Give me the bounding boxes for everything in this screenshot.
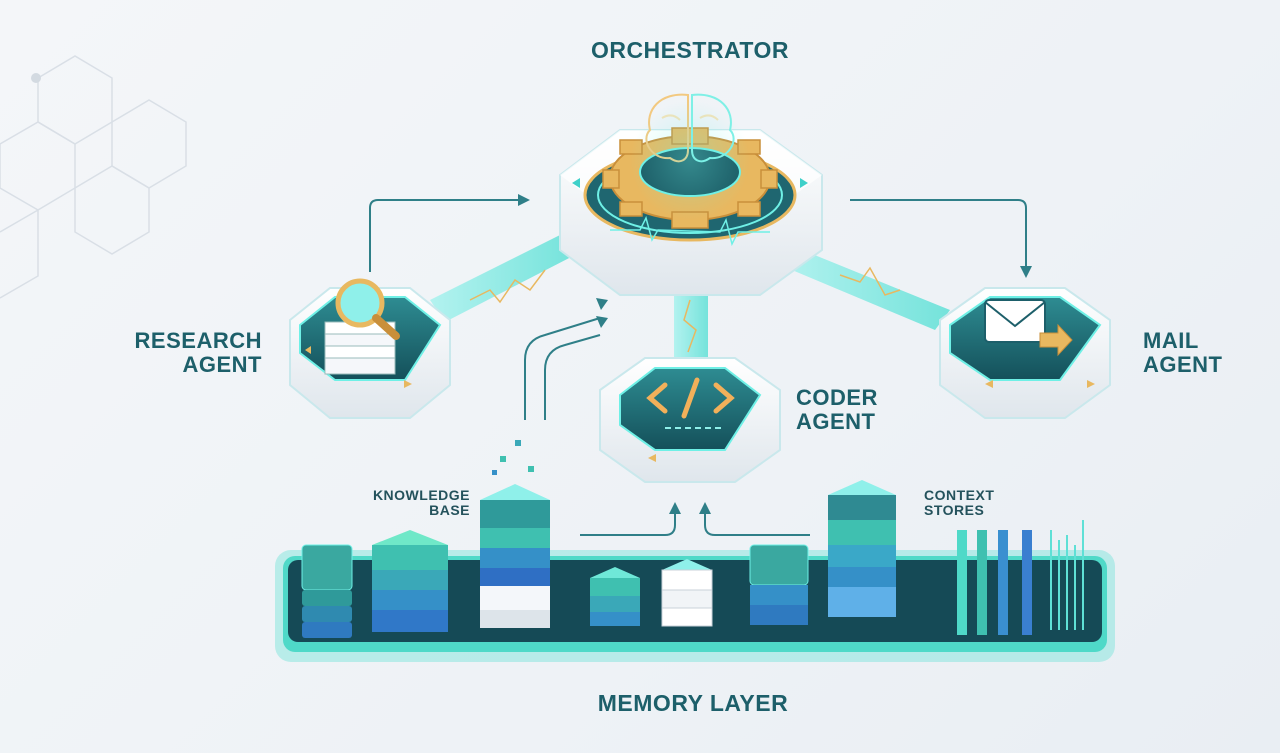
server-stack-small-4 <box>749 544 809 625</box>
context-stores-label-line2: STORES <box>924 502 985 519</box>
data-bars <box>957 520 1084 635</box>
connection-beams <box>430 235 950 370</box>
knowledge-base-tower <box>480 440 550 628</box>
research-agent-label: RESEARCH AGENT <box>100 328 262 378</box>
context-stores-label: CONTEXT STORES <box>924 487 995 519</box>
research-agent-node[interactable] <box>289 278 451 419</box>
coder-agent-node[interactable] <box>599 357 781 483</box>
orchestrator-title: ORCHESTRATOR <box>590 37 790 63</box>
flow-arrows <box>369 199 1027 536</box>
arrowheads <box>518 194 1032 514</box>
hex-node-dot <box>31 73 41 83</box>
server-stack-white <box>661 559 713 627</box>
server-stack-small-3 <box>590 567 640 626</box>
hex-pattern-decoration <box>0 55 187 299</box>
memory-layer-title: MEMORY LAYER <box>597 690 789 716</box>
envelope-arrow-icon <box>984 299 1073 357</box>
knowledge-base-label-line1: KNOWLEDGE <box>372 487 470 503</box>
knowledge-base-label: KNOWLEDGE BASE <box>330 487 470 519</box>
mail-agent-label-line1: MAIL <box>1143 328 1199 353</box>
server-stack-small-2 <box>372 530 448 632</box>
context-stores-label-line1: CONTEXT <box>924 487 995 503</box>
magnifier-documents-icon <box>324 278 400 375</box>
mail-agent-node[interactable] <box>939 287 1111 419</box>
coder-agent-label-line1: CODER <box>796 385 878 410</box>
research-agent-label-line2: AGENT <box>182 352 262 378</box>
context-stores-tower <box>828 480 896 617</box>
research-agent-label-line1: RESEARCH <box>134 328 262 353</box>
server-stack-small-1 <box>301 544 353 638</box>
mail-agent-label: MAIL AGENT <box>1143 328 1223 378</box>
coder-agent-label-line2: AGENT <box>796 409 876 435</box>
knowledge-base-label-line2: BASE <box>429 502 470 519</box>
orchestrator-node[interactable] <box>559 93 823 296</box>
code-brackets-icon <box>646 377 735 419</box>
mail-agent-label-line2: AGENT <box>1143 352 1223 378</box>
coder-agent-label: CODER AGENT <box>796 385 878 435</box>
